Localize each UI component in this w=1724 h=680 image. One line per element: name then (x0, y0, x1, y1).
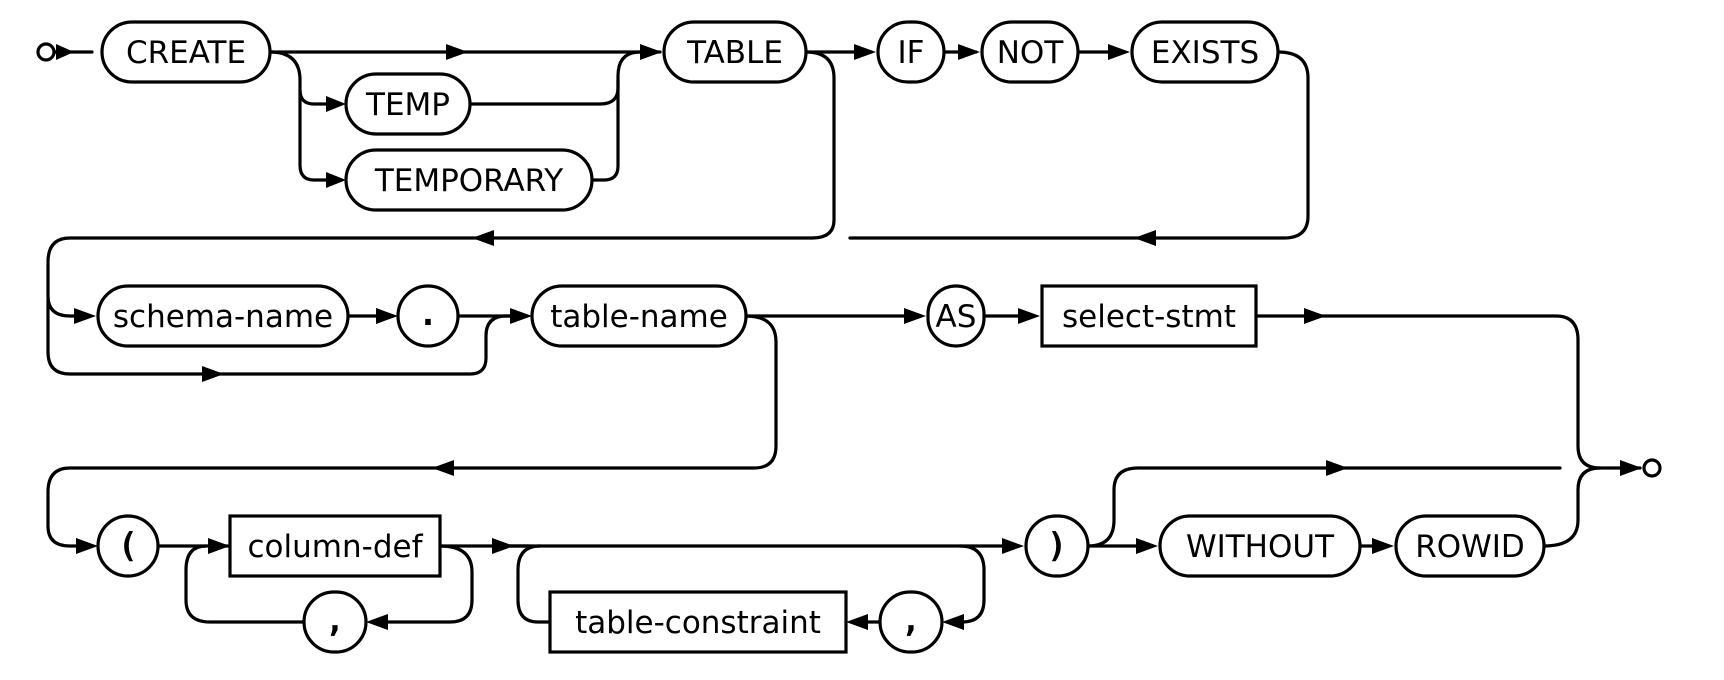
node-temp-label: TEMP (365, 87, 450, 123)
arrows-row-3 (76, 460, 1642, 630)
node-table-constraint: table-constraint (548, 590, 848, 654)
arrow-into-close-paren (1002, 538, 1024, 554)
arrow-after-column-def (492, 538, 514, 554)
arrow-after-select-stmt (1304, 308, 1326, 324)
node-comma-columns: , (302, 590, 368, 654)
arrows-row-1 (56, 44, 1156, 246)
node-dot: . (396, 284, 460, 348)
arrow-into-not (958, 44, 980, 60)
node-rowid: ROWID (1394, 514, 1546, 578)
arrow-into-rowid (1372, 538, 1394, 554)
node-table-name-label: table-name (550, 299, 728, 335)
arrow-into-table (640, 44, 662, 60)
node-open-paren-label: ( (118, 526, 138, 566)
node-table: TABLE (662, 20, 808, 84)
node-table-name: table-name (530, 284, 748, 348)
node-if-label: IF (898, 35, 925, 71)
node-temporary-label: TEMPORARY (374, 163, 563, 199)
arrow-start (56, 44, 74, 60)
node-table-constraint-label: table-constraint (575, 605, 821, 641)
node-create: CREATE (100, 20, 272, 84)
arrow-end (1620, 460, 1642, 476)
arrow-into-open-paren (76, 538, 98, 554)
arrow-return-row2 (432, 460, 454, 476)
arrow-into-constraint-comma (942, 614, 964, 630)
node-dot-label: . (418, 294, 438, 334)
node-table-label: TABLE (686, 35, 783, 71)
node-comma-columns-label: , (325, 600, 345, 640)
node-exists: EXISTS (1130, 20, 1280, 84)
node-schema-name: schema-name (96, 284, 350, 348)
node-not-label: NOT (997, 35, 1065, 71)
arrow-return-row1b (1134, 230, 1156, 246)
node-as: AS (926, 284, 986, 348)
node-create-label: CREATE (126, 35, 246, 71)
wires-row-2 (46, 298, 1642, 548)
node-exists-label: EXISTS (1151, 35, 1259, 71)
arrow-return-row1a (472, 230, 494, 246)
node-temp: TEMP (344, 72, 472, 136)
wires-row-1 (46, 50, 1310, 318)
node-rowid-label: ROWID (1415, 529, 1525, 565)
arrow-skip-schema (202, 366, 224, 382)
node-select-stmt-label: select-stmt (1062, 299, 1236, 335)
node-not: NOT (980, 20, 1080, 84)
arrow-into-if (854, 44, 876, 60)
arrow-into-table-constraint (846, 614, 868, 630)
node-if: IF (876, 20, 946, 84)
arrow-into-temporary (326, 172, 346, 188)
arrow-into-exists (1108, 44, 1130, 60)
arrow-into-select-stmt (1018, 308, 1040, 324)
node-select-stmt: select-stmt (1040, 284, 1258, 348)
arrow-into-as (904, 308, 926, 324)
arrow-into-dot (376, 308, 398, 324)
node-close-paren: ) (1024, 514, 1090, 578)
node-close-paren-label: ) (1047, 526, 1067, 566)
arrow-into-schema-name (74, 308, 96, 324)
node-schema-name-label: schema-name (113, 299, 333, 335)
node-temporary: TEMPORARY (344, 148, 594, 212)
arrows-row-2 (74, 308, 1326, 476)
arrow-skip-temp (446, 44, 468, 60)
node-without-label: WITHOUT (1186, 529, 1335, 565)
arrow-skip-without (1326, 460, 1348, 476)
arrow-into-column-def (208, 538, 230, 554)
node-comma-constraints-label: , (901, 600, 921, 640)
node-open-paren: ( (96, 514, 160, 578)
arrow-into-temp (326, 96, 346, 112)
start-point (36, 42, 56, 62)
arrow-into-column-comma (366, 614, 388, 630)
node-as-label: AS (936, 299, 977, 335)
node-column-def-label: column-def (248, 529, 424, 565)
arrow-into-without (1136, 538, 1158, 554)
arrow-into-table-name (510, 308, 532, 324)
node-without: WITHOUT (1158, 514, 1362, 578)
end-point (1642, 458, 1662, 478)
node-column-def: column-def (228, 514, 442, 578)
node-comma-constraints: , (878, 590, 944, 654)
